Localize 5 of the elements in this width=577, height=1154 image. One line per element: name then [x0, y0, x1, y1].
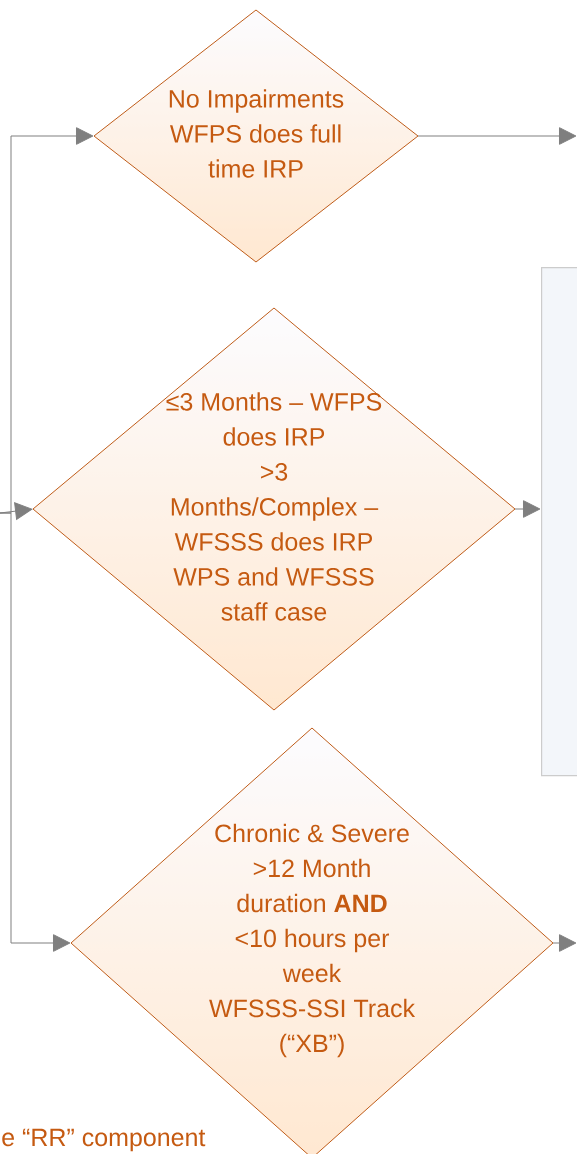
arrow [552, 934, 577, 952]
arrow [417, 127, 577, 145]
arrow [0, 512, 71, 952]
arrow [514, 500, 541, 518]
text-box [541, 267, 577, 777]
